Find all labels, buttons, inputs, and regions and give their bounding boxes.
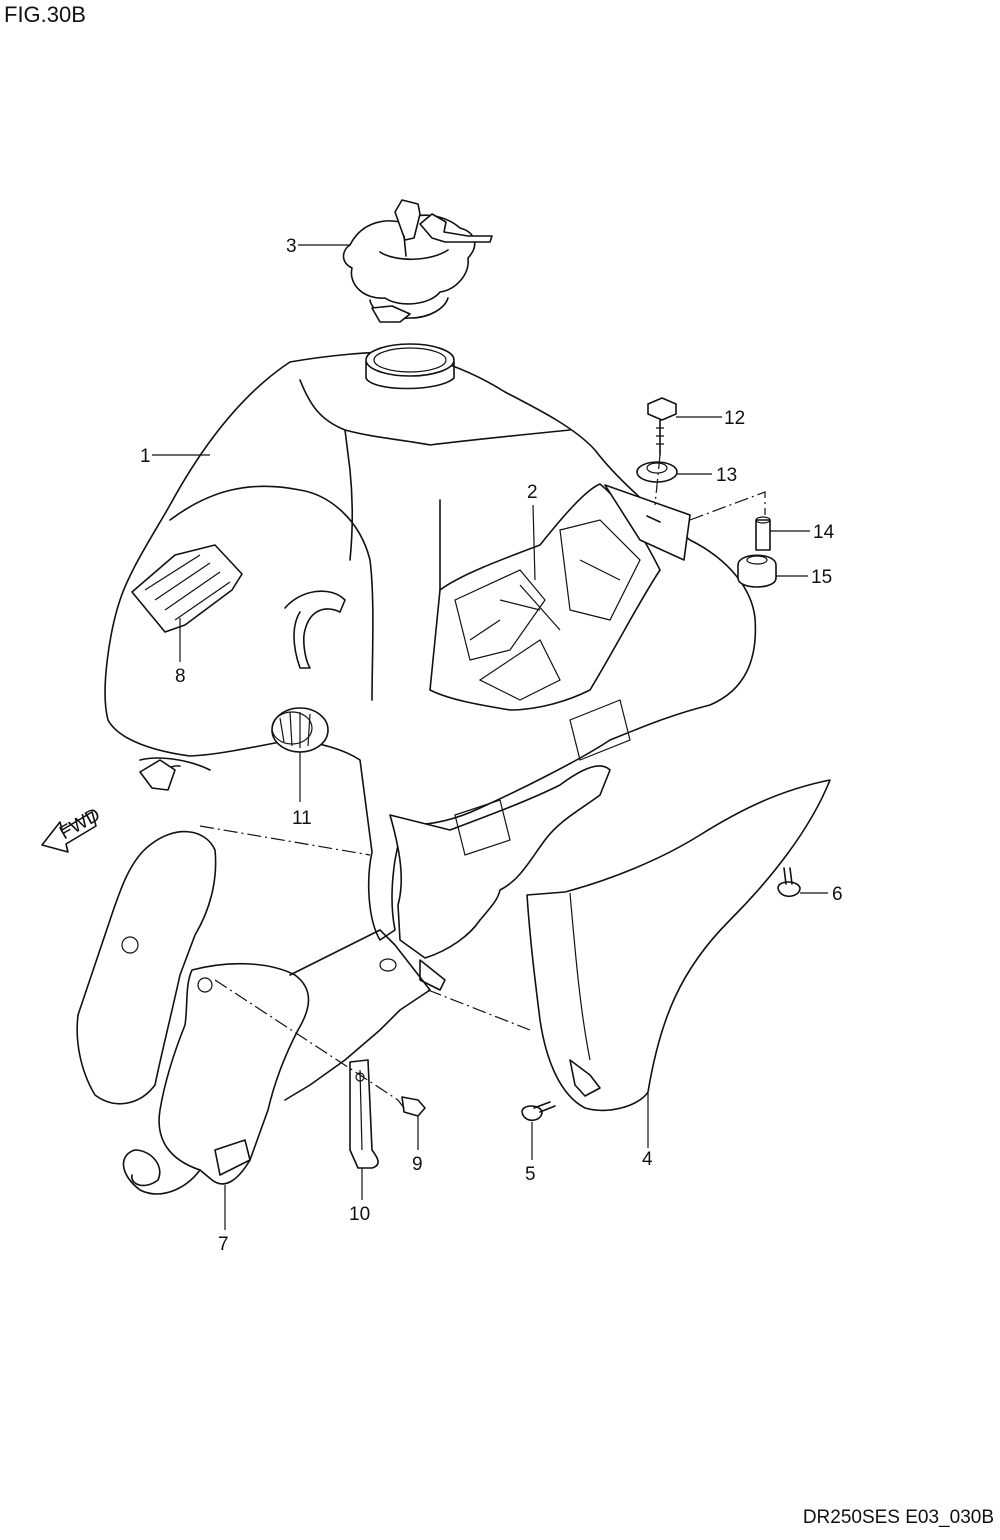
callout-13: 13 [716, 465, 737, 486]
callout-4: 4 [642, 1149, 653, 1170]
frame-cover [389, 699, 631, 991]
callout-5: 5 [525, 1164, 536, 1185]
callout-6: 6 [832, 884, 843, 905]
callout-14: 14 [813, 522, 835, 543]
mount-hardware [636, 397, 777, 588]
callout-7: 7 [218, 1234, 229, 1255]
callout-9: 9 [412, 1154, 423, 1175]
callout-labels: 3 1 2 8 11 12 13 14 15 6 4 5 9 10 7 [140, 236, 843, 1255]
callout-15: 15 [811, 567, 832, 588]
fwd-label: FWD [56, 804, 104, 844]
callout-3: 3 [286, 236, 297, 257]
fuel-tank [104, 343, 757, 941]
clamp-strap [349, 1059, 426, 1169]
callout-12: 12 [724, 408, 745, 429]
screws [521, 867, 801, 1122]
figure-title: FIG.30B [4, 2, 86, 27]
callout-1: 1 [140, 446, 151, 467]
assembly-lines [199, 454, 766, 1101]
callout-11: 11 [292, 808, 312, 829]
diagram-code: DR250SES E03_030B [802, 1507, 994, 1528]
side-cover-right [526, 779, 831, 1112]
callout-8: 8 [175, 666, 186, 687]
callout-10: 10 [349, 1204, 370, 1225]
leader-lines [152, 244, 828, 1230]
lower-shroud [76, 830, 431, 1195]
fuel-cap [342, 199, 493, 323]
fwd-arrow: FWD [41, 804, 104, 853]
callout-2: 2 [527, 482, 538, 503]
